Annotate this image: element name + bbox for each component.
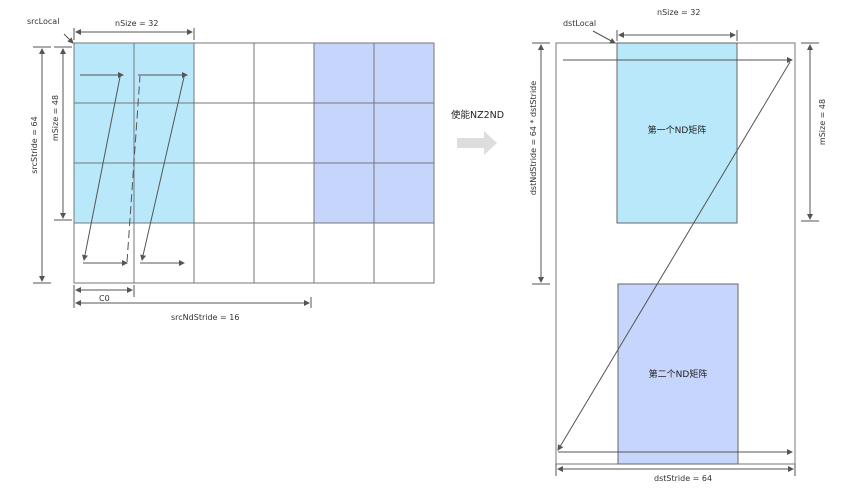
c0-dimension: C0 <box>73 285 135 308</box>
m-size-label: mSize = 48 <box>51 95 60 141</box>
traverse-arrow <box>82 76 121 261</box>
nd-matrix-2-label: 第二个ND矩阵 <box>649 368 708 380</box>
operation-arrow <box>457 131 497 155</box>
operation-label: 使能NZ2ND <box>451 109 504 121</box>
n-size-dimension: nSize = 32 <box>73 19 195 40</box>
c0-label: C0 <box>99 294 110 303</box>
operation: 使能NZ2ND <box>451 109 504 155</box>
dst-local-pointer: dstLocal <box>563 19 616 44</box>
src-local-label: srcLocal <box>27 17 59 26</box>
nd-matrix-2 <box>617 283 739 465</box>
src-local-pointer: srcLocal <box>27 17 74 44</box>
src-stride-dimension: srcStride = 64 <box>30 46 51 284</box>
dst-stride-label: dstStride = 64 <box>654 474 712 483</box>
dst-stride-dimension: dstStride = 64 <box>555 464 796 483</box>
src-stride-label: srcStride = 64 <box>30 116 39 173</box>
dst-nd-stride-dimension: dstNdStride = 64 * dstStride <box>529 42 550 285</box>
dst-m-size-label: mSize = 48 <box>818 99 827 145</box>
src-nd-stride-dimension: srcNdStride = 16 <box>75 297 312 322</box>
dst-n-size-dimension: nSize = 32 <box>616 8 738 41</box>
source-grid <box>73 42 435 284</box>
dst-nd-stride-label: dstNdStride = 64 * dstStride <box>529 81 538 195</box>
traverse-arrow <box>140 76 185 261</box>
destination-layout: 第一个ND矩阵 第二个ND矩阵 <box>555 42 796 465</box>
dst-diagonal-arrow <box>557 61 791 451</box>
m-size-dimension: mSize = 48 <box>51 46 72 221</box>
dst-local-label: dstLocal <box>563 19 596 28</box>
nd-matrix-1-label: 第一个ND矩阵 <box>648 124 707 136</box>
dst-n-size-label: nSize = 32 <box>657 8 700 17</box>
n-size-label: nSize = 32 <box>115 19 158 28</box>
src-nd-stride-label: srcNdStride = 16 <box>171 313 239 322</box>
dst-m-size-dimension: mSize = 48 <box>801 42 827 222</box>
traversal-arrows <box>80 72 188 266</box>
nd-matrix-1 <box>616 42 738 224</box>
traverse-arrow <box>126 75 141 263</box>
